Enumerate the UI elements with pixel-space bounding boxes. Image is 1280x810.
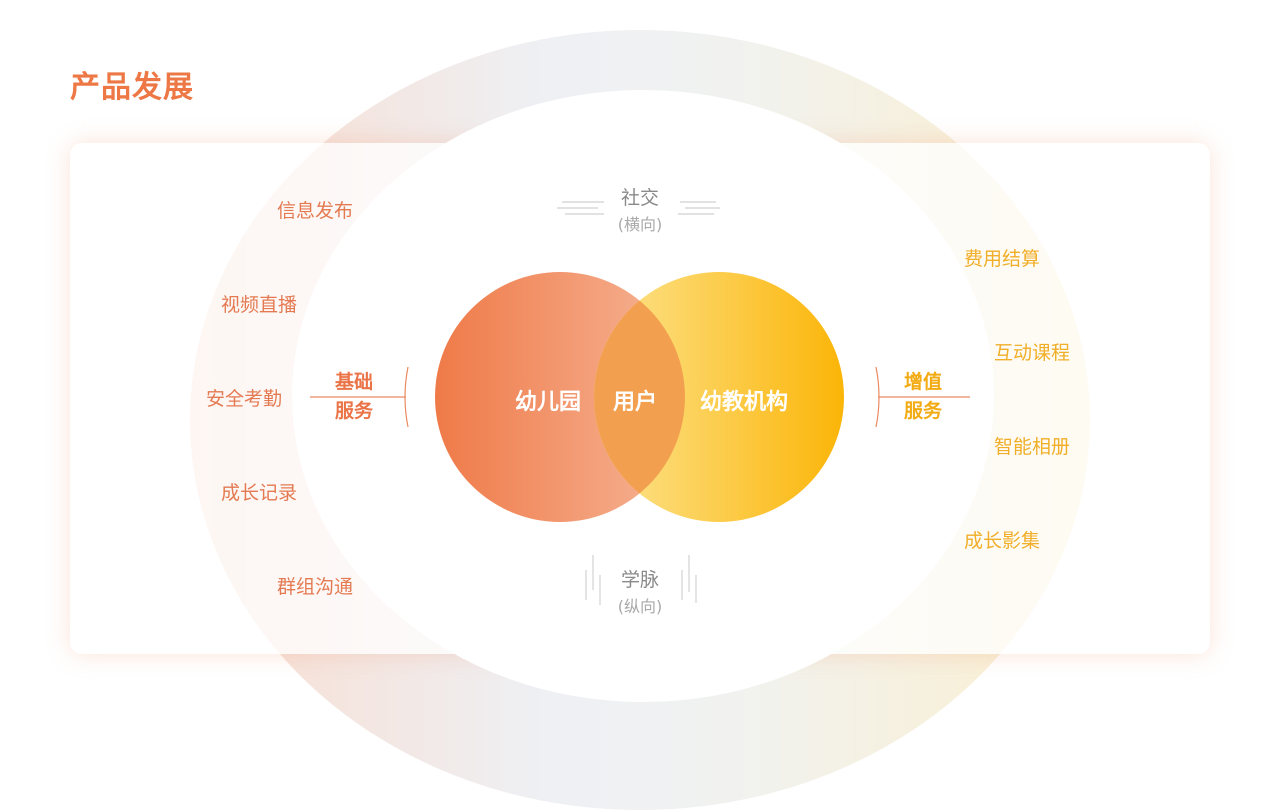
basic-services-line2: 服务 xyxy=(335,400,374,422)
right-bracket xyxy=(875,366,970,428)
left-item: 安全考勤 xyxy=(206,388,283,410)
left-item: 群组沟通 xyxy=(277,576,354,598)
bottom-axis-lines xyxy=(585,555,697,605)
left-item: 信息发布 xyxy=(277,200,354,222)
study-axis-label: 学脉 xyxy=(620,569,659,591)
value-added-category: 增值 服务 xyxy=(904,368,942,426)
institutions-label: 幼教机构 xyxy=(700,390,789,415)
users-label: 用户 xyxy=(613,390,658,415)
kindergarten-label: 幼儿园 xyxy=(515,390,582,415)
right-item: 成长影集 xyxy=(964,530,1041,552)
left-item: 视频直播 xyxy=(221,294,298,316)
right-item: 智能相册 xyxy=(994,436,1071,458)
study-axis-sub: (纵向) xyxy=(617,597,663,616)
right-item: 费用结算 xyxy=(964,248,1041,270)
top-axis-lines xyxy=(557,201,720,215)
left-item: 成长记录 xyxy=(221,482,298,504)
basic-services-category: 基础 服务 xyxy=(335,368,373,426)
social-axis-sub: (横向) xyxy=(617,215,663,234)
value-added-line2: 服务 xyxy=(904,400,943,422)
page-title: 产品发展 xyxy=(70,70,194,105)
value-added-line1: 增值 xyxy=(904,371,943,393)
decorative-lines xyxy=(310,201,970,605)
right-item: 互动课程 xyxy=(994,342,1071,364)
social-axis-label: 社交 xyxy=(620,187,659,209)
basic-services-line1: 基础 xyxy=(335,371,374,393)
left-bracket xyxy=(310,366,409,428)
